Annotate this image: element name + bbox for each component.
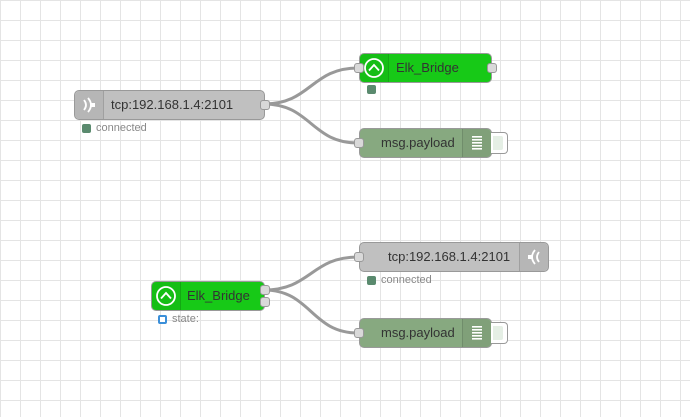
status-dot xyxy=(367,85,376,94)
status-text: connected xyxy=(96,122,147,134)
node-label: tcp:192.168.1.4:2101 xyxy=(111,97,234,112)
list-icon xyxy=(462,129,491,157)
node-label: msg.payload xyxy=(381,135,455,150)
node-elk-in[interactable]: Elk_Bridge xyxy=(151,281,270,311)
status-elk-out xyxy=(367,85,381,94)
status-text: state: xyxy=(172,313,199,325)
input-port[interactable] xyxy=(354,252,364,262)
output-port[interactable] xyxy=(487,63,497,73)
input-port[interactable] xyxy=(354,138,364,148)
node-label: tcp:192.168.1.4:2101 xyxy=(388,249,511,264)
node-elk-out[interactable]: Elk_Bridge xyxy=(354,53,497,83)
list-icon xyxy=(462,319,491,347)
wire-tcp-to-elk[interactable] xyxy=(263,66,359,106)
status-tcp-out: connected xyxy=(367,274,432,286)
input-port[interactable] xyxy=(354,63,364,73)
node-label: Elk_Bridge xyxy=(187,288,250,303)
node-label: msg.payload xyxy=(381,325,455,340)
output-port[interactable] xyxy=(260,100,270,110)
arrow-up-circle-icon xyxy=(152,282,181,310)
node-tcp-out[interactable]: tcp:192.168.1.4:2101 xyxy=(354,242,549,272)
debug-toggle-button[interactable] xyxy=(491,132,508,154)
arrow-up-circle-icon xyxy=(360,54,389,82)
input-port[interactable] xyxy=(354,328,364,338)
status-text: connected xyxy=(381,274,432,286)
node-debug-2[interactable]: msg.payload xyxy=(354,318,492,348)
status-dot xyxy=(367,275,376,285)
output-port-2[interactable] xyxy=(260,297,270,307)
node-tcp-in[interactable]: tcp:192.168.1.4:2101 xyxy=(74,90,270,120)
wire-tcp-to-debug[interactable] xyxy=(263,102,359,145)
wire-elk-to-debug[interactable] xyxy=(263,288,359,335)
debug-toggle-button[interactable] xyxy=(491,322,508,344)
status-tcp-in: connected xyxy=(82,122,147,134)
bridge-icon xyxy=(519,243,548,271)
node-label: Elk_Bridge xyxy=(396,60,459,75)
output-port-1[interactable] xyxy=(260,285,270,295)
status-dot xyxy=(158,314,167,324)
status-elk-in: state: xyxy=(158,313,199,325)
wire-elk-to-tcp[interactable] xyxy=(263,255,359,292)
bridge-icon xyxy=(75,91,104,119)
node-debug-1[interactable]: msg.payload xyxy=(354,128,492,158)
status-dot xyxy=(82,123,91,133)
